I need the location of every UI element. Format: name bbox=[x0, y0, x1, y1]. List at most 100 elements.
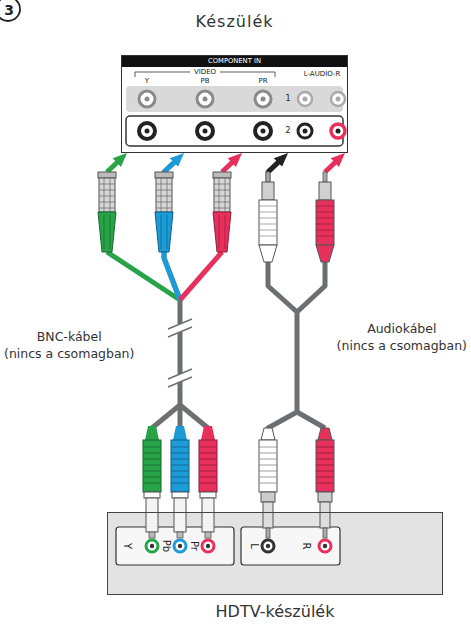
hdtv-panel bbox=[174, 540, 186, 552]
hdtv-panel bbox=[150, 544, 154, 548]
bnc-plug bbox=[98, 172, 116, 178]
jack-panel bbox=[303, 97, 308, 102]
bnc-plug bbox=[155, 212, 173, 252]
jack-panel bbox=[197, 123, 213, 139]
bnc-plug bbox=[98, 212, 116, 252]
video-plug bbox=[177, 532, 183, 538]
jack-panel bbox=[122, 56, 347, 152]
rca-plug bbox=[262, 182, 274, 200]
audio-plug bbox=[320, 502, 330, 528]
jack-name: Pr bbox=[189, 541, 199, 551]
row-number: 1 bbox=[285, 95, 290, 103]
bnc-wire bbox=[180, 405, 208, 428]
bnc-plug bbox=[99, 178, 115, 212]
bnc-plug bbox=[156, 178, 172, 212]
video-plug bbox=[199, 447, 217, 483]
audio-plug bbox=[316, 440, 334, 492]
rca-plug bbox=[316, 206, 334, 236]
video-plug bbox=[143, 447, 161, 483]
video-plug bbox=[143, 426, 217, 538]
jack-panel bbox=[139, 91, 155, 107]
audio-plug bbox=[266, 528, 270, 538]
jack-panel bbox=[145, 129, 150, 134]
hdtv-panel bbox=[146, 540, 158, 552]
video-plug bbox=[174, 498, 186, 532]
video-plug bbox=[205, 532, 211, 538]
cable-break bbox=[170, 320, 190, 336]
rca-plug bbox=[259, 200, 277, 245]
video-plug bbox=[171, 440, 189, 492]
video-plug bbox=[171, 447, 189, 483]
hdtv-panel bbox=[206, 544, 210, 548]
rca-plug bbox=[323, 172, 327, 182]
cable-label: BNC-kábel (nincs a csomagban) bbox=[4, 328, 134, 362]
audio-plug bbox=[263, 502, 273, 528]
plug-arrow bbox=[107, 153, 345, 172]
audio-plug bbox=[318, 428, 332, 440]
bnc-plug bbox=[213, 172, 231, 178]
cable-break bbox=[168, 319, 192, 337]
bnc-plug bbox=[219, 215, 225, 249]
audio-plug bbox=[259, 447, 277, 483]
plug-arrow bbox=[164, 161, 175, 172]
rca-plug bbox=[319, 182, 331, 200]
audio-wire bbox=[297, 262, 325, 312]
jack-panel bbox=[303, 129, 308, 134]
jack-panel bbox=[203, 97, 208, 102]
bnc-plug bbox=[214, 178, 230, 212]
bnc-plug bbox=[156, 178, 172, 212]
cable-break bbox=[168, 369, 192, 387]
signal-name: Y bbox=[145, 78, 149, 85]
video-plug bbox=[199, 440, 217, 492]
audio-wire bbox=[297, 262, 325, 428]
jack-panel bbox=[197, 91, 213, 107]
hdtv-panel bbox=[202, 540, 214, 552]
jack-panel bbox=[261, 97, 266, 102]
bnc-wire bbox=[164, 252, 180, 300]
signal-name: PR bbox=[258, 78, 267, 85]
jack-panel bbox=[298, 124, 312, 138]
video-plug bbox=[202, 498, 214, 532]
row-number: 2 bbox=[285, 127, 290, 135]
audio-plug bbox=[261, 492, 275, 502]
hdtv-panel bbox=[116, 527, 234, 565]
jack-panel bbox=[122, 56, 347, 152]
jack-panel bbox=[126, 116, 343, 146]
audio-plug bbox=[323, 528, 327, 538]
step-circle bbox=[0, 0, 20, 21]
jack-name: Pb bbox=[161, 540, 171, 552]
video-plug bbox=[201, 426, 215, 440]
plug-arrow bbox=[325, 161, 336, 172]
jack-panel bbox=[331, 124, 345, 138]
hdtv-panel bbox=[241, 527, 340, 565]
video-plug bbox=[146, 498, 158, 532]
bnc-wire bbox=[107, 252, 180, 300]
bnc-wire bbox=[152, 405, 180, 428]
bnc-wire bbox=[180, 252, 222, 300]
hdtv-panel bbox=[323, 544, 327, 548]
video-plug bbox=[173, 426, 187, 440]
device-title: Készülék bbox=[122, 12, 347, 31]
rca-plug bbox=[266, 172, 270, 182]
rca-plug bbox=[259, 172, 334, 262]
hdtv-box: HDTV-készülék bbox=[107, 512, 443, 595]
bnc-plug bbox=[99, 178, 115, 212]
hdtv-title: HDTV-készülék bbox=[108, 602, 442, 621]
audio-wire bbox=[297, 412, 325, 428]
rca-plug bbox=[259, 245, 277, 262]
video-plug bbox=[149, 532, 155, 538]
jack-panel bbox=[336, 97, 341, 102]
jack-panel bbox=[298, 92, 312, 106]
video-plug bbox=[200, 492, 216, 498]
jack-panel bbox=[331, 92, 345, 106]
hdtv-panel bbox=[319, 540, 331, 552]
hdtv-panel bbox=[178, 544, 182, 548]
signal-group: VIDEO bbox=[194, 69, 216, 76]
audio-plug bbox=[261, 428, 275, 440]
jack-panel bbox=[145, 97, 150, 102]
audio-plug bbox=[318, 492, 332, 502]
signal-name: L-AUDIO-R bbox=[304, 71, 341, 78]
plug-arrow bbox=[107, 161, 118, 172]
bnc-plug bbox=[161, 215, 167, 249]
